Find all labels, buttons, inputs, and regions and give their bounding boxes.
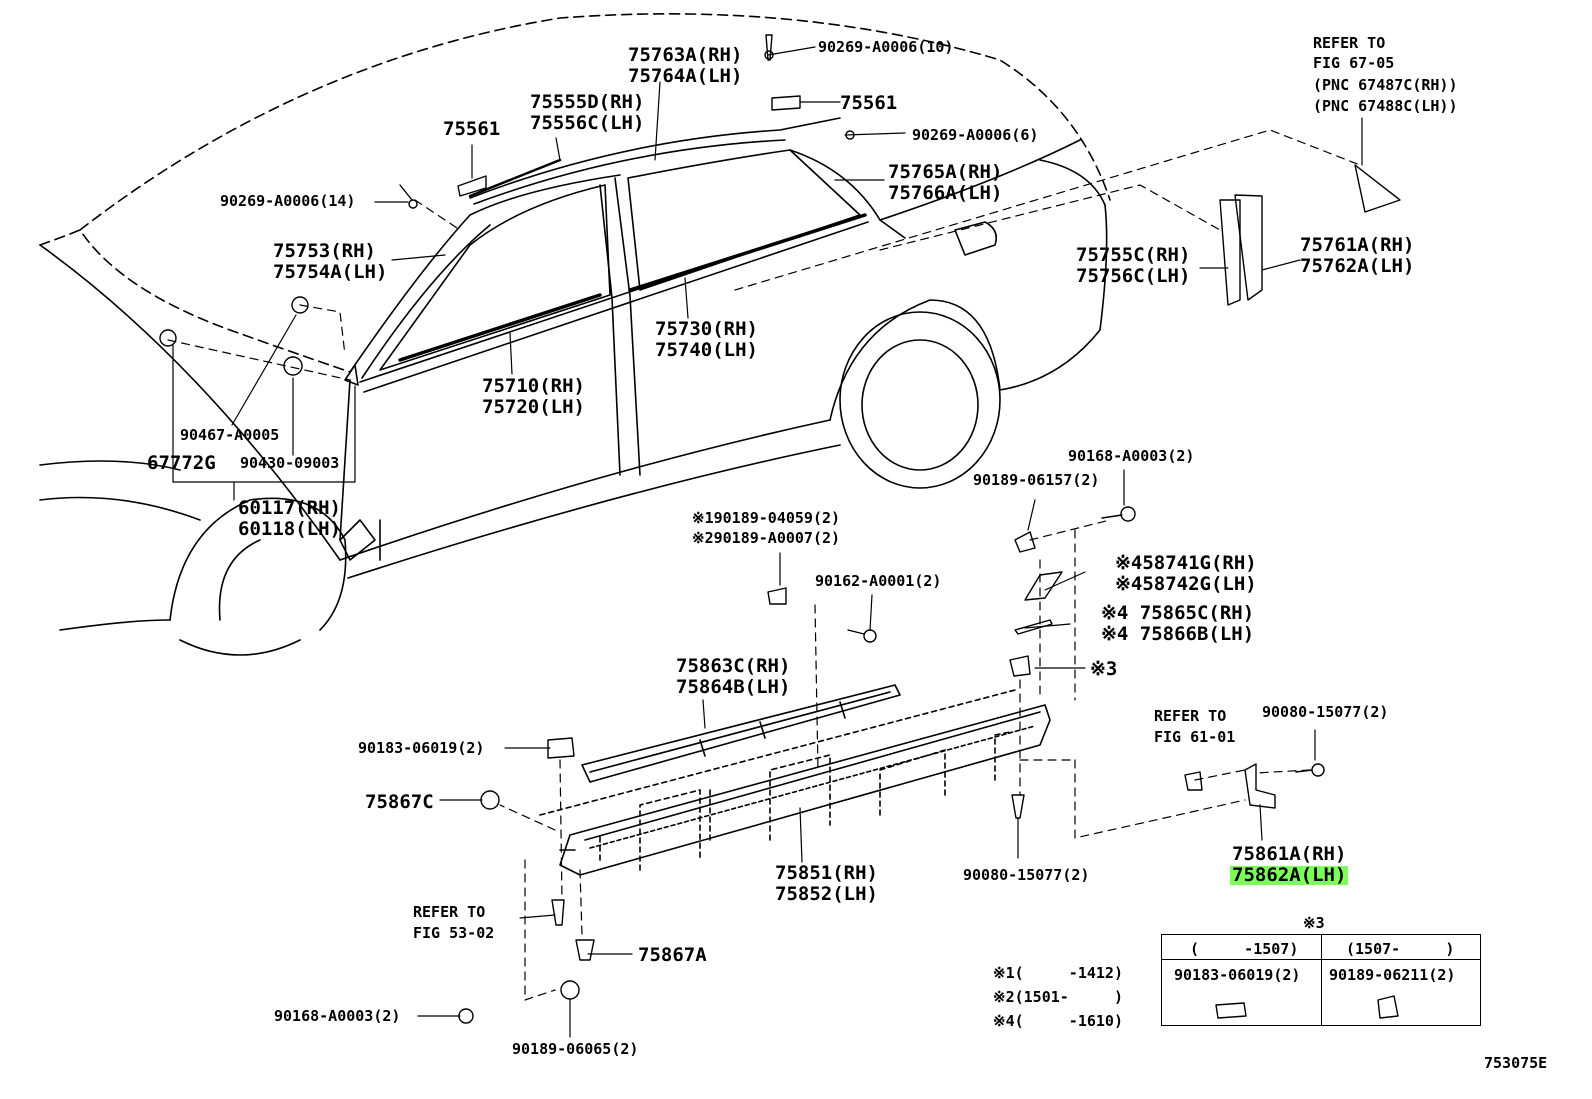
label-75754a: 75754A(LH) (273, 261, 388, 283)
refer-fig-67-05-line4: (PNC 67488C(LH)) (1313, 97, 1458, 115)
refer-fig-67-05-line2: FIG 67-05 (1313, 54, 1395, 72)
table-col1-part: 90183-06019(2) (1174, 966, 1301, 984)
label-60117: 60117(RH) (238, 497, 341, 519)
label-75764a: 75764A(LH) (628, 65, 743, 87)
label-75720: 75720(LH) (482, 396, 585, 418)
label-75865c: ※4 75865C(RH) (1101, 602, 1255, 624)
label-75755c: 75755C(RH) (1076, 244, 1191, 266)
label-90269-6: 90269-A0006(6) (912, 126, 1039, 144)
leader-lines (172, 46, 1363, 1038)
table-col2-header: (1507- ) (1346, 940, 1455, 958)
label-75766a: 75766A(LH) (888, 182, 1003, 204)
label-90080-bottom: 90080-15077(2) (963, 866, 1090, 884)
label-75561-left: 75561 (443, 118, 501, 140)
label-75863c: 75863C(RH) (676, 655, 791, 677)
table-col2-part: 90189-06211(2) (1329, 966, 1456, 984)
note-1: ※1( -1412) (993, 964, 1123, 982)
table-divider-horizontal (1162, 959, 1480, 960)
label-note3-clip: ※3 (1090, 658, 1118, 680)
refer-fig-67-05-line1: REFER TO (1313, 34, 1386, 52)
label-90189-06157: 90189-06157(2) (973, 471, 1100, 489)
label-75851: 75851(RH) (775, 862, 878, 884)
note3-table: ( -1507) (1507- ) 90183-06019(2) 90189-0… (1161, 934, 1481, 1026)
refer-fig-53-02-line2: FIG 53-02 (413, 924, 495, 942)
label-75765a: 75765A(RH) (888, 161, 1003, 183)
label-90162: 90162-A0001(2) (815, 572, 942, 590)
label-75556c: 75556C(LH) (530, 112, 645, 134)
label-75866b: ※4 75866B(LH) (1101, 623, 1255, 645)
label-90183: 90183-06019(2) (358, 739, 485, 757)
upper-moulding (581, 684, 901, 783)
label-75861a: 75861A(RH) (1232, 843, 1347, 865)
label-90168-top: 90168-A0003(2) (1068, 447, 1195, 465)
label-67772g: 67772G (147, 452, 216, 474)
label-75710: 75710(RH) (482, 375, 585, 397)
label-75730: 75730(RH) (655, 318, 758, 340)
label-90189-a0007: ※290189-A0007(2) (692, 529, 841, 547)
figure-code: 753075E (1484, 1054, 1548, 1072)
table-note3-title: ※3 (1303, 914, 1325, 932)
note-2: ※2(1501- ) (993, 988, 1123, 1006)
table-col1-header: ( -1507) (1190, 940, 1299, 958)
label-58742g: ※458742G(LH) (1115, 573, 1257, 595)
car-body-outline (39, 13, 1111, 656)
dashed-reference-lines (167, 129, 1361, 1001)
door-mouldings (398, 158, 867, 362)
label-75763a: 75763A(RH) (628, 44, 743, 66)
label-90467: 90467-A0005 (180, 426, 280, 444)
table-divider-vertical (1321, 935, 1322, 1025)
refer-fig-67-05-line3: (PNC 67487C(RH)) (1313, 76, 1458, 94)
label-75761a: 75761A(RH) (1300, 234, 1415, 256)
label-90080-right: 90080-15077(2) (1262, 703, 1389, 721)
label-75867c: 75867C (365, 791, 434, 813)
label-75555d: 75555D(RH) (530, 91, 645, 113)
label-90430: 90430-09003 (240, 454, 340, 472)
label-90269-10: 90269-A0006(10) (818, 38, 954, 56)
label-75762a: 75762A(LH) (1300, 255, 1415, 277)
label-58741g: ※458741G(RH) (1115, 552, 1257, 574)
label-75756c: 75756C(LH) (1076, 265, 1191, 287)
label-90168-bottom: 90168-A0003(2) (274, 1007, 401, 1025)
rocker-panel (539, 689, 1051, 876)
label-90189-04059: ※190189-04059(2) (692, 509, 841, 527)
fasteners (159, 34, 1401, 1024)
label-75862a-highlighted[interactable]: 75862A(LH) (1230, 864, 1349, 886)
label-60118: 60118(LH) (238, 518, 341, 540)
label-90269-14: 90269-A0006(14) (220, 192, 356, 210)
label-75852: 75852(LH) (775, 883, 878, 905)
label-75753: 75753(RH) (273, 240, 376, 262)
refer-fig-61-01-line2: FIG 61-01 (1154, 728, 1236, 746)
note-4: ※4( -1610) (993, 1012, 1123, 1030)
label-75740: 75740(LH) (655, 339, 758, 361)
label-75867a: 75867A (638, 944, 707, 966)
label-90189-06065: 90189-06065(2) (512, 1040, 639, 1058)
label-75864b: 75864B(LH) (676, 676, 791, 698)
refer-fig-53-02-line1: REFER TO (413, 903, 486, 921)
label-75561-right: 75561 (840, 92, 898, 114)
refer-fig-61-01-line1: REFER TO (1154, 707, 1227, 725)
